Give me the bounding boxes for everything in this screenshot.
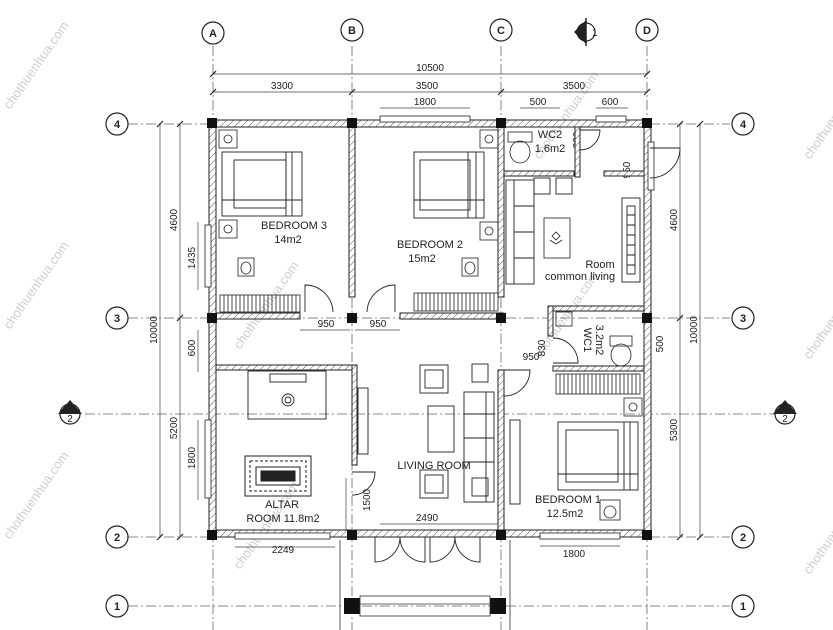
altar-table-icon	[247, 370, 327, 420]
grid-label-b: B	[348, 25, 356, 37]
room-labels: BEDROOM 3 14m2 BEDROOM 2 15m2 WC2 1.6m2 …	[246, 129, 615, 525]
room-name-bedroom1: BEDROOM 1	[535, 494, 601, 506]
section-marker-left: 2	[58, 400, 82, 425]
wardrobe-bedroom3	[219, 294, 301, 313]
dim-bay-b-c: 3500	[416, 81, 439, 92]
section-marker-top: 1	[574, 18, 598, 46]
room-name-altar-1: ALTAR	[265, 499, 299, 511]
room-name-bedroom2: BEDROOM 2	[397, 239, 463, 251]
grid-label-3-right: 3	[740, 313, 746, 325]
section-marker-label: 2	[782, 414, 788, 425]
grid-label-4-left: 4	[114, 119, 121, 131]
dim-overall-width: 10500	[416, 63, 444, 74]
grid-label-4-right: 4	[740, 119, 747, 131]
dim-common-door: 950	[622, 161, 633, 178]
sofa-icon	[505, 177, 573, 285]
dim-bay-a-b: 3300	[271, 81, 294, 92]
grid-bubbles	[105, 18, 755, 618]
dim-entry-opening: 2490	[416, 513, 439, 524]
wardrobe-bedroom2	[413, 292, 499, 312]
watermark-text: chothuenhua.com	[800, 68, 833, 161]
living-sofa-icon	[463, 363, 495, 503]
room-name-wc2: WC2	[538, 129, 562, 141]
dim-left-bed3-window: 1435	[187, 246, 198, 269]
toilet-icon	[507, 131, 633, 367]
room-name-common-1: Room	[585, 259, 614, 271]
nightstand-icon	[218, 129, 643, 417]
room-name-common-2: common living	[545, 271, 615, 283]
dim-door-bed2: 950	[370, 319, 387, 330]
dim-altar-door: 1500	[362, 488, 373, 511]
entrance-steps	[339, 540, 511, 630]
watermark-text: chothuenhua.com	[0, 448, 72, 541]
dim-left-4-3: 4600	[169, 208, 180, 231]
dimension-lines	[159, 73, 701, 548]
dim-right-4-3: 4600	[669, 208, 680, 231]
grid-labels: A B C D 4 3 2 1 4 3 2 1	[114, 25, 747, 613]
sink-icon	[237, 257, 621, 521]
grid-label-c: C	[497, 25, 505, 37]
dim-left-overall: 10000	[149, 316, 160, 344]
dim-right-wc1: 500	[655, 335, 666, 352]
section-marker-label: 2	[67, 414, 73, 425]
wall-cabinet-icon	[357, 387, 521, 505]
watermark-text: chothuenhua.com	[230, 258, 302, 351]
altar-icon	[244, 455, 312, 497]
bed-bedroom1	[557, 421, 639, 491]
structural-columns	[207, 118, 652, 614]
windows	[204, 115, 655, 540]
armchair-icon	[419, 364, 449, 499]
room-area-bedroom1: 12.5m2	[547, 508, 584, 520]
room-name-bedroom3: BEDROOM 3	[261, 220, 327, 232]
dim-left-600: 600	[187, 339, 198, 356]
grid-label-a: A	[209, 28, 217, 40]
tv-cabinet-icon	[621, 197, 641, 283]
grid-label-2-right: 2	[740, 532, 746, 544]
grid-label-3-left: 3	[114, 313, 120, 325]
dim-bedroom1-window: 1800	[563, 549, 586, 560]
dim-door-bed3: 950	[318, 319, 335, 330]
grid-label-1-left: 1	[114, 601, 120, 613]
room-area-bedroom3: 14m2	[274, 234, 302, 246]
living-table-icon	[427, 405, 455, 453]
watermark-text: chothuenhua.com	[800, 483, 833, 576]
bed-bedroom2	[413, 151, 485, 219]
section-marker-right: 2	[773, 400, 797, 425]
room-area-wc2: 1.6m2	[535, 143, 566, 155]
room-name-wc1: WC1	[581, 328, 593, 352]
watermark-text: chothuenhua.com	[0, 238, 72, 331]
dim-bay-c-d: 3500	[563, 81, 586, 92]
dim-wc1-depth: 830	[537, 339, 548, 356]
dim-wc2-window: 600	[602, 97, 619, 108]
watermark-text: chothuenhua.com	[800, 268, 833, 361]
doors	[304, 129, 681, 563]
watermark-text: chothuenhua.com	[0, 18, 72, 111]
room-area-bedroom2: 15m2	[408, 253, 436, 265]
dim-right-3-2: 5300	[669, 418, 680, 441]
dim-left-altar-window: 1800	[187, 446, 198, 469]
wardrobe-bedroom1	[555, 373, 641, 395]
grid-label-1-right: 1	[740, 601, 746, 613]
section-marker-label: 1	[592, 28, 598, 39]
grid-label-d: D	[643, 25, 651, 37]
room-name-altar-2: ROOM 11.8m2	[246, 513, 319, 525]
dim-wc1-door: 950	[523, 352, 540, 363]
dim-right-overall: 10000	[689, 316, 700, 344]
room-area-wc1: 3.2m2	[593, 325, 605, 356]
dimension-ticks	[156, 70, 704, 541]
dim-wc2-door: 500	[530, 97, 547, 108]
room-name-living: LIVING ROOM	[397, 460, 470, 472]
dim-window-bedroom2: 1800	[414, 97, 437, 108]
dim-bottom-left-window: 2249	[272, 545, 295, 556]
coffee-table-icon	[543, 217, 571, 259]
dim-left-3-2: 5200	[169, 416, 180, 439]
grid-label-2-left: 2	[114, 532, 120, 544]
bed-bedroom3	[221, 151, 303, 217]
watermark-text: chothuenhua.com	[230, 478, 302, 571]
